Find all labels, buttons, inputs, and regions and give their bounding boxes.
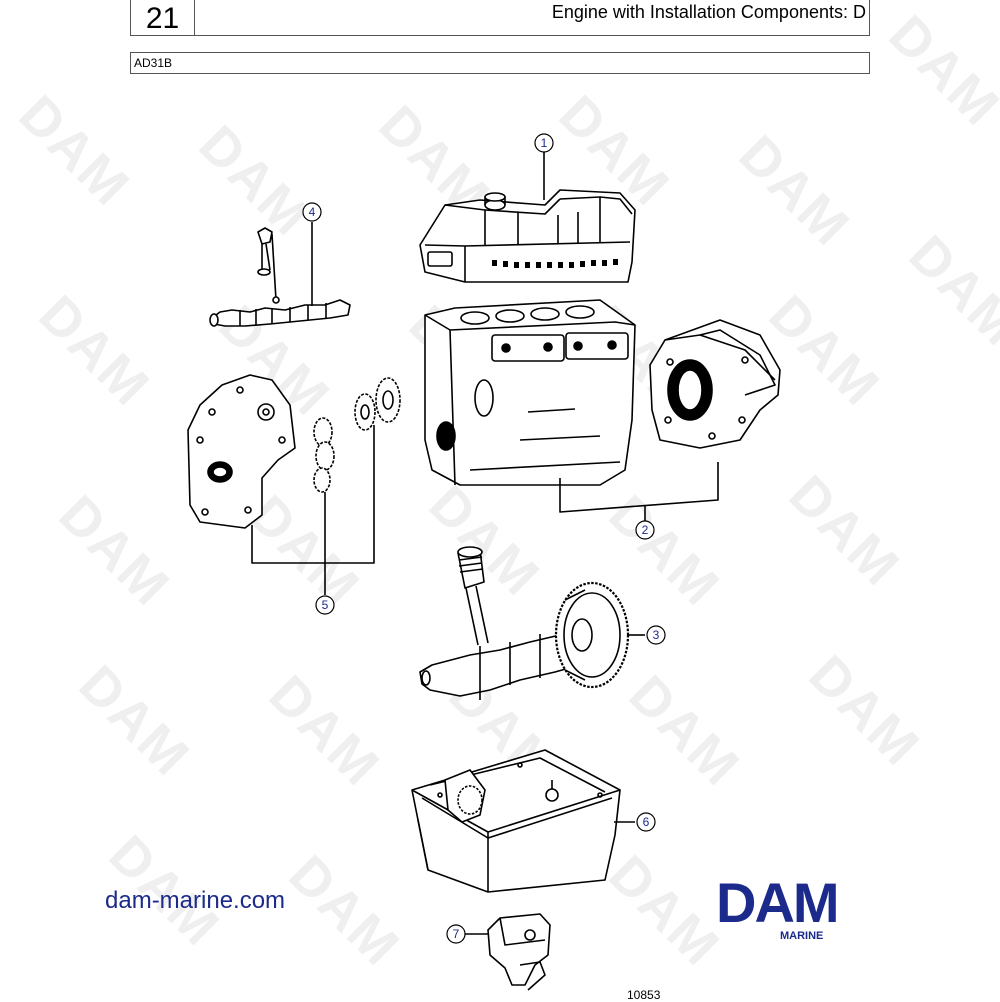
timing-gears-drawing — [313, 377, 401, 493]
callout-5: 5 — [315, 595, 335, 615]
svg-text:4: 4 — [309, 205, 316, 219]
page-title: Engine with Installation Components: D — [551, 2, 866, 22]
svg-text:3: 3 — [653, 628, 660, 642]
dam-marine-logo: DAM MARINE — [716, 871, 896, 946]
timing-cover-drawing — [187, 374, 296, 529]
callout-6: 6 — [636, 812, 656, 832]
logo-text: DAM — [716, 871, 840, 934]
callout-2: 2 — [635, 520, 655, 540]
svg-text:1: 1 — [541, 136, 548, 150]
page-number: 21 — [131, 0, 195, 35]
rocker-valve-drawing — [257, 227, 280, 304]
callout-4: 4 — [302, 202, 322, 222]
oil-sump-drawing — [411, 749, 621, 893]
callout-1: 1 — [534, 133, 554, 153]
website-link[interactable]: dam-marine.com — [105, 887, 286, 914]
svg-text:6: 6 — [643, 815, 650, 829]
logo-subtext: MARINE — [780, 930, 824, 942]
cylinder-block-drawing — [424, 299, 636, 486]
callout-3: 3 — [646, 625, 666, 645]
svg-text:2: 2 — [642, 523, 649, 537]
svg-text:7: 7 — [453, 927, 460, 941]
drawing-number: 10853 — [627, 988, 661, 1002]
crankshaft-piston-drawing — [419, 546, 581, 700]
engine-mount-drawing — [487, 913, 551, 991]
flywheel-housing-drawing — [649, 319, 781, 449]
model-label: AD31B — [130, 52, 870, 74]
camshaft-drawing — [209, 299, 351, 327]
cylinder-head-drawing — [419, 189, 636, 283]
callout-5-bracket — [251, 425, 375, 564]
callout-7: 7 — [446, 924, 466, 944]
flywheel-drawing — [554, 581, 630, 689]
svg-text:5: 5 — [322, 598, 329, 612]
header-box: 21 Engine with Installation Components: … — [130, 0, 870, 36]
callout-2-bracket — [559, 462, 719, 513]
